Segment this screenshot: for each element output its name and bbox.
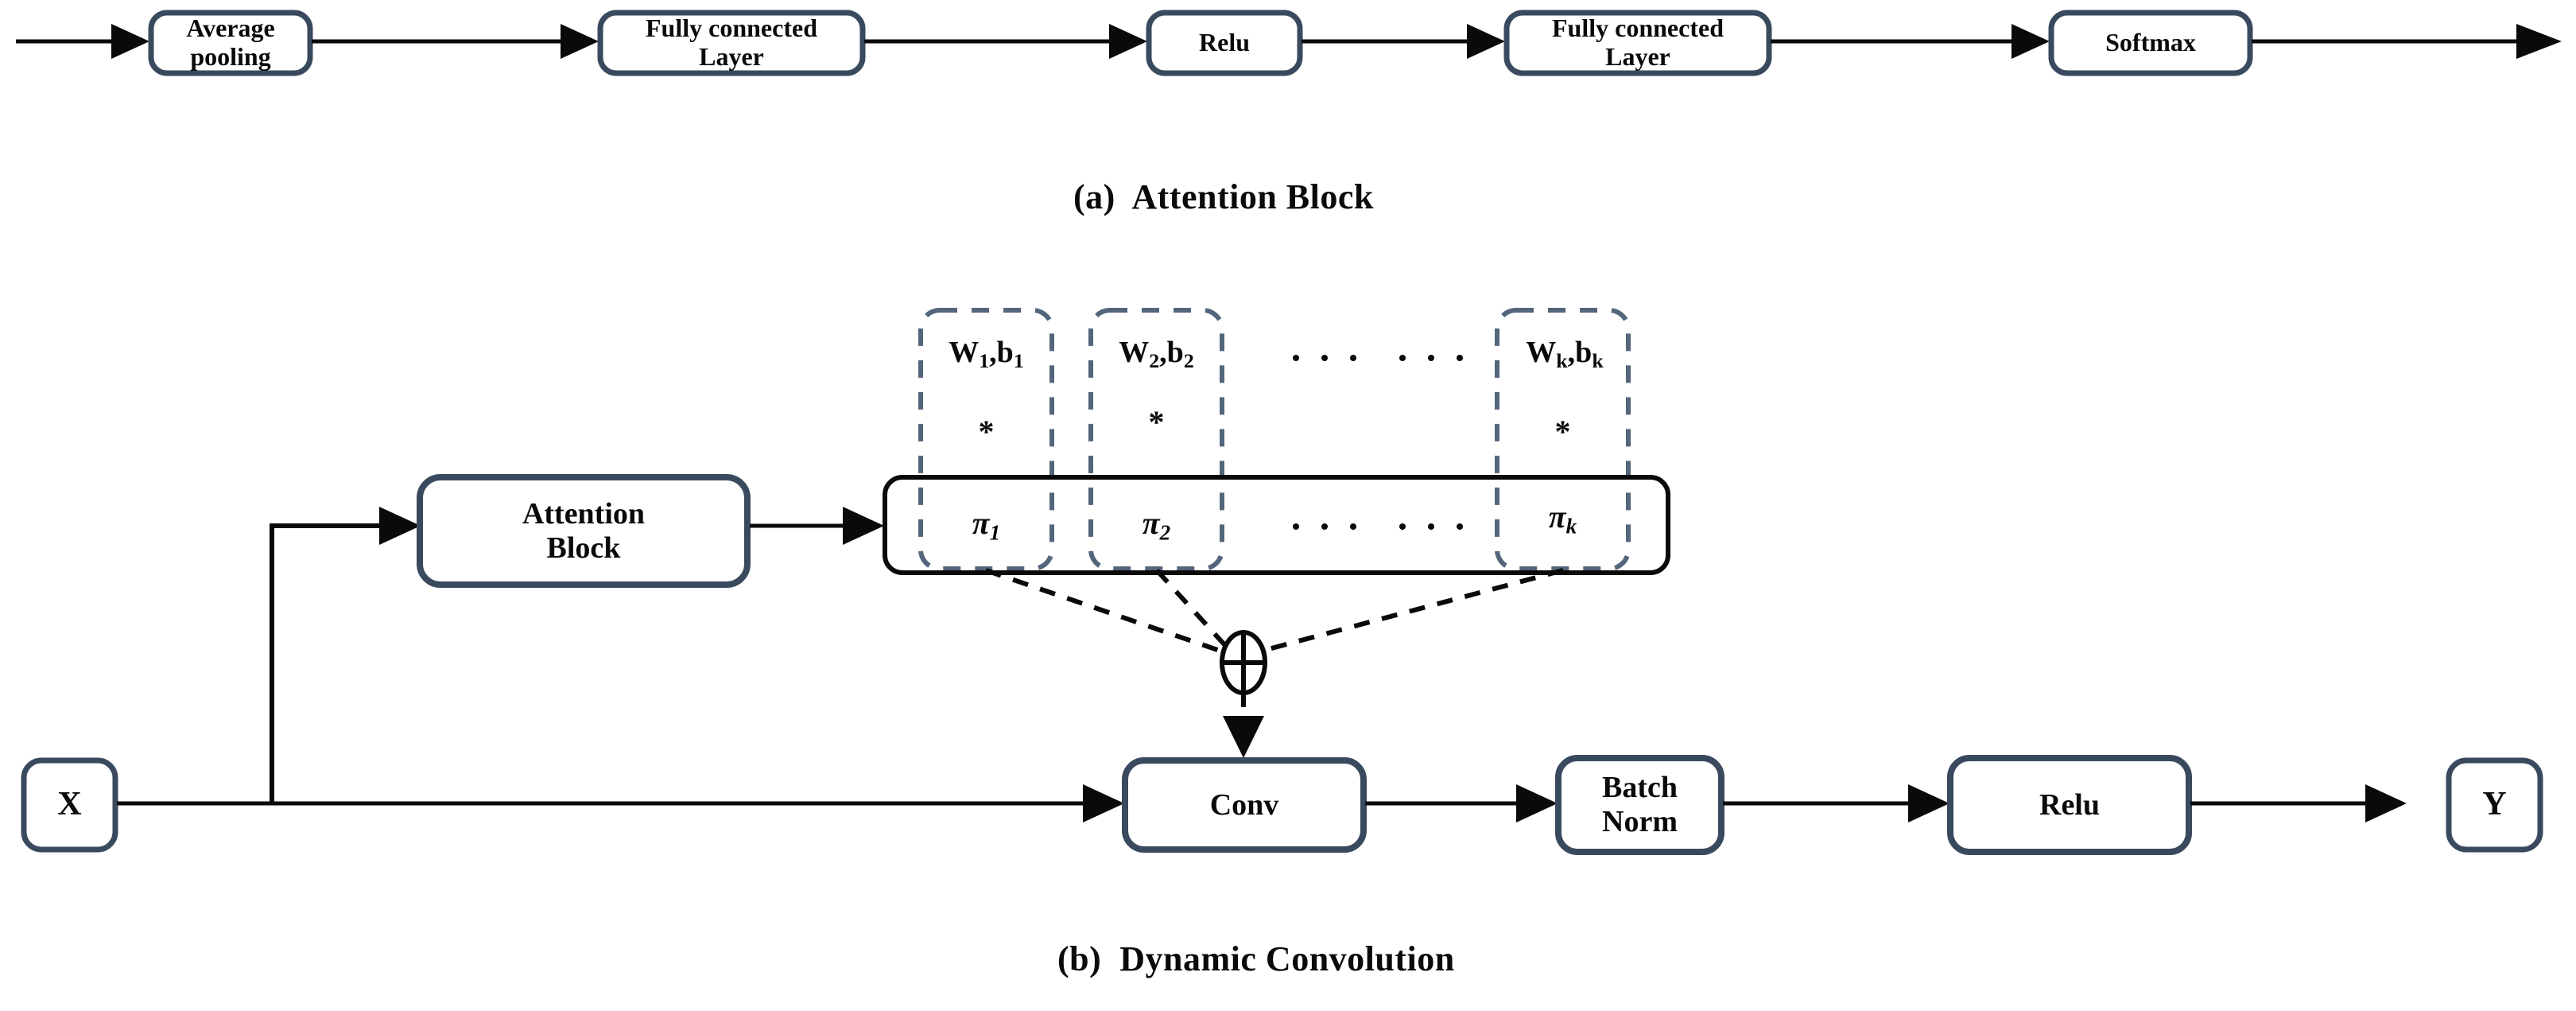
- kernel-ellipsis-top: [1263, 336, 1493, 373]
- kernel-box-1[interactable]: [918, 308, 1054, 571]
- panel-a-arrow-4: [1771, 24, 2050, 59]
- panel-a-arrow-3: [1302, 24, 1505, 59]
- panel-a-entry-arrow: [16, 24, 149, 59]
- sum-to-conv-arrow: [1223, 693, 1264, 758]
- kernel-weight-1-text: W1,b1: [949, 335, 1024, 373]
- x-branch-to-attention: [270, 507, 421, 803]
- kernel-weight-2-text: W2,b2: [1119, 335, 1194, 373]
- kernel-weight-k-text: Wk,bk: [1526, 335, 1604, 373]
- kernel-op-2: *: [1091, 398, 1222, 445]
- block-conv[interactable]: [1122, 757, 1367, 853]
- kernel-ellipsis-bottom: [1263, 504, 1493, 542]
- block-relu-a[interactable]: [1146, 10, 1303, 76]
- panel-a-arrow-1: [312, 24, 599, 59]
- caption-panel-b: (b) Dynamic Convolution: [1057, 939, 1455, 978]
- block-input-x[interactable]: [21, 757, 118, 853]
- kernel-pi-k: πk: [1497, 487, 1628, 550]
- kernel-op-1: *: [921, 407, 1052, 455]
- kernel-box-2[interactable]: [1088, 308, 1224, 571]
- x-to-conv-line: [117, 784, 1124, 822]
- pi-to-sum-connectors: [985, 568, 1564, 655]
- attention-to-pi-arrow: [750, 507, 884, 545]
- kernel-pi-1: π1: [921, 493, 1052, 557]
- kernel-pi-1-text: π1: [972, 505, 1001, 545]
- kernel-pi-2: π2: [1091, 493, 1222, 557]
- pi-container-box[interactable]: [883, 475, 1670, 575]
- panel-a-group: [16, 10, 2562, 76]
- panel-a-arrow-2: [864, 24, 1147, 59]
- sum-node[interactable]: [1220, 630, 1267, 695]
- block-relu-b[interactable]: [1947, 755, 2192, 855]
- block-softmax[interactable]: [2048, 10, 2253, 76]
- block-attention[interactable]: [417, 474, 751, 588]
- conv-to-bn-arrow: [1365, 784, 1558, 822]
- block-avg-pooling[interactable]: [148, 10, 313, 76]
- kernel-op-k-text: *: [1554, 413, 1571, 449]
- block-fc-layer-1[interactable]: [597, 10, 866, 76]
- block-output-y[interactable]: [2446, 757, 2543, 853]
- kernel-pi-k-text: πk: [1548, 499, 1577, 539]
- dot-group-4: [1388, 504, 1474, 542]
- dot-group-2: [1388, 336, 1474, 373]
- caption-panel-a: (a) Attention Block: [1073, 177, 1374, 216]
- dot-group-3: [1282, 504, 1368, 542]
- panel-b-group: [21, 308, 2543, 855]
- block-batch-norm[interactable]: [1555, 755, 1724, 855]
- kernel-op-2-text: *: [1148, 403, 1165, 440]
- kernel-box-k[interactable]: [1495, 308, 1631, 571]
- kernel-weight-1: W1,b1: [921, 322, 1052, 386]
- kernel-pi-2-text: π2: [1142, 505, 1171, 545]
- kernel-op-1-text: *: [978, 413, 995, 449]
- bn-to-relu-arrow: [1723, 784, 1949, 822]
- panel-a-exit-arrow: [2252, 24, 2562, 59]
- kernel-weight-k: Wk,bk: [1497, 322, 1632, 386]
- kernel-op-k: *: [1497, 407, 1628, 455]
- block-fc-layer-2[interactable]: [1503, 10, 1772, 76]
- relu-to-y-arrow: [2190, 784, 2407, 822]
- dot-group-1: [1282, 336, 1368, 373]
- kernel-weight-2: W2,b2: [1091, 322, 1222, 386]
